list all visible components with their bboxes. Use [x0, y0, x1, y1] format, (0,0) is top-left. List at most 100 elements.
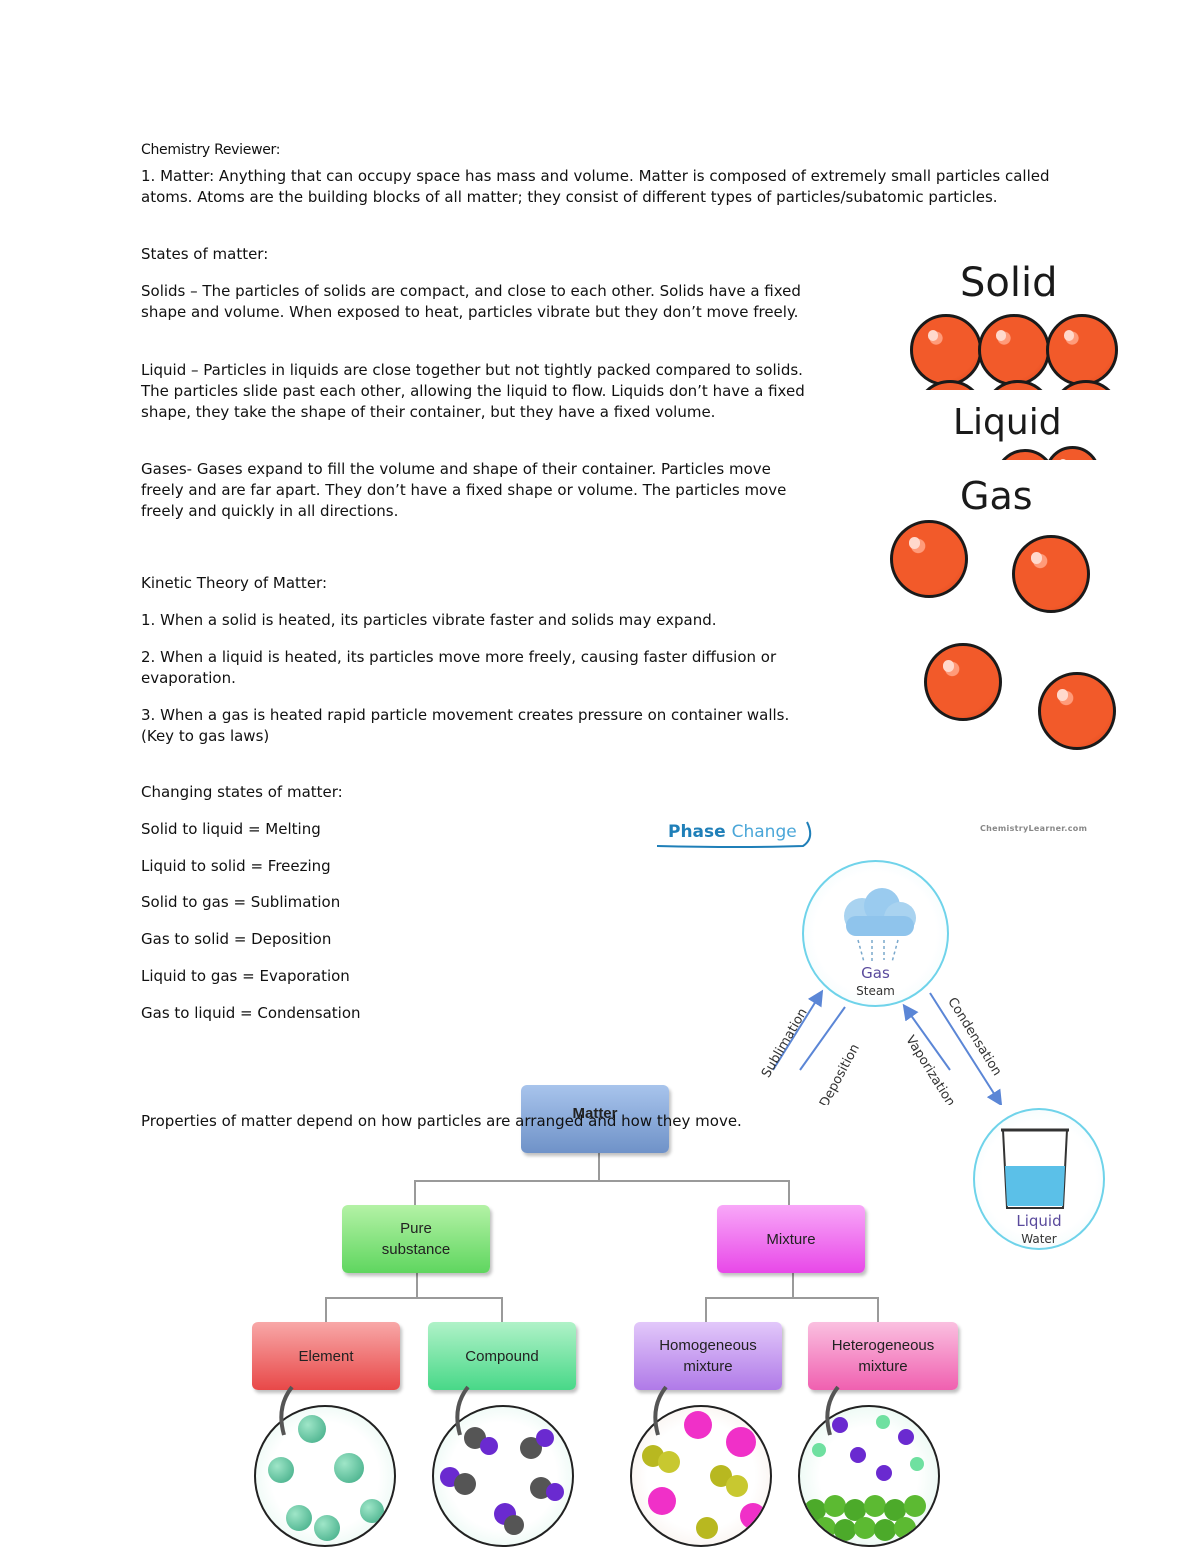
homogeneous-box: Homogeneous mixture	[634, 1322, 782, 1390]
gas-circle: Gas Steam	[802, 860, 949, 1007]
homogeneous-label: Homogeneous mixture	[659, 1337, 757, 1375]
particle	[696, 1517, 718, 1539]
compound-particles-circle	[432, 1405, 574, 1547]
changing-heading: Changing states of matter:	[141, 783, 343, 801]
particle	[904, 1495, 926, 1517]
liquid-label: Liquid	[953, 402, 1062, 443]
particle	[648, 1487, 676, 1515]
particle	[726, 1475, 748, 1497]
liquid-circle-label: Liquid	[1016, 1212, 1062, 1230]
liquid-particles	[990, 445, 1110, 460]
particle	[286, 1505, 312, 1531]
connector	[877, 1297, 879, 1323]
particle	[910, 314, 982, 386]
liquid-paragraph: Liquid – Particles in liquids are close …	[141, 361, 805, 421]
particle	[1051, 380, 1121, 390]
particle	[824, 1495, 846, 1517]
particle	[844, 1499, 866, 1521]
pure-substance-label: Pure substance	[381, 1220, 451, 1258]
connector	[414, 1180, 790, 1182]
particle	[894, 1517, 916, 1539]
particle	[1045, 446, 1100, 460]
particle	[864, 1495, 886, 1517]
particle	[854, 1517, 876, 1539]
compound-box: Compound	[428, 1322, 576, 1390]
solid-particles	[905, 310, 1125, 390]
connector	[598, 1152, 600, 1180]
particle	[314, 1515, 340, 1541]
particle	[684, 1411, 712, 1439]
change-item: Liquid to gas = Evaporation	[141, 967, 350, 985]
gas-particle	[890, 520, 968, 598]
gas-particle	[1012, 535, 1090, 613]
mixture-box: Mixture	[717, 1205, 865, 1273]
liquid-circle: Liquid Water	[973, 1108, 1105, 1250]
particle	[504, 1515, 524, 1535]
particle	[884, 1499, 906, 1521]
particle	[978, 314, 1050, 386]
heterogeneous-particles-circle	[798, 1405, 940, 1547]
particle	[1046, 314, 1118, 386]
phase-change-title-bold: Phase	[668, 822, 726, 842]
particle	[874, 1519, 896, 1541]
gas-circle-sublabel: Steam	[856, 984, 895, 998]
connector	[501, 1297, 503, 1323]
solid-label: Solid	[960, 260, 1058, 306]
kinetic-point-2: 2. When a liquid is heated, its particle…	[141, 648, 777, 687]
change-item: Solid to liquid = Melting	[141, 820, 321, 838]
matter-root-box: Matter	[521, 1085, 669, 1153]
particle	[995, 449, 1055, 460]
connector	[788, 1180, 790, 1206]
particle	[546, 1483, 564, 1501]
particle	[898, 1429, 914, 1445]
connector	[705, 1297, 879, 1299]
liquid-circle-sublabel: Water	[1021, 1232, 1057, 1246]
element-box: Element	[252, 1322, 400, 1390]
particle	[983, 380, 1053, 390]
particle	[658, 1451, 680, 1473]
kinetic-point-3: 3. When a gas is heated rapid particle m…	[141, 706, 790, 745]
particle	[876, 1415, 890, 1429]
properties-sentence: Properties of matter depend on how parti…	[141, 1112, 742, 1130]
brand-text: ChemistryLearner.com	[980, 824, 1088, 833]
change-item: Gas to liquid = Condensation	[141, 1004, 361, 1022]
particle	[910, 1457, 924, 1471]
change-item: Liquid to solid = Freezing	[141, 857, 331, 875]
particle	[726, 1427, 756, 1457]
connector	[705, 1297, 707, 1323]
connector	[414, 1180, 416, 1206]
homogeneous-particles-circle	[630, 1405, 772, 1547]
phase-change-title-light: Change	[731, 822, 797, 842]
phase-arrows: Sublimation Deposition Vaporization Cond…	[745, 985, 1015, 1105]
phase-change-title: Phase Change	[668, 822, 797, 842]
particle	[814, 1517, 836, 1539]
kinetic-heading: Kinetic Theory of Matter:	[141, 574, 327, 592]
heterogeneous-box: Heterogeneous mixture	[808, 1322, 958, 1390]
particle	[740, 1503, 766, 1529]
particle	[334, 1453, 364, 1483]
change-item: Solid to gas = Sublimation	[141, 893, 341, 911]
particle	[480, 1437, 498, 1455]
gas-label: Gas	[960, 474, 1033, 518]
particle	[360, 1499, 384, 1523]
gas-particle	[924, 643, 1002, 721]
gases-paragraph: Gases- Gases expand to fill the volume a…	[141, 460, 787, 520]
particle	[454, 1473, 476, 1495]
particle	[268, 1457, 294, 1483]
pure-substance-box: Pure substance	[342, 1205, 490, 1273]
cloud-icon	[844, 888, 916, 963]
beaker-icon	[1001, 1128, 1069, 1209]
element-particles-circle	[254, 1405, 396, 1547]
kinetic-point-1: 1. When a solid is heated, its particles…	[141, 611, 717, 629]
particle	[804, 1499, 826, 1521]
solids-paragraph: Solids – The particles of solids are com…	[141, 282, 801, 321]
gas-particle	[1038, 672, 1116, 750]
particle	[812, 1443, 826, 1457]
particle	[832, 1417, 848, 1433]
particle	[876, 1465, 892, 1481]
gas-circle-label: Gas	[861, 964, 890, 982]
connector	[325, 1297, 503, 1299]
document-title: Chemistry Reviewer:	[141, 142, 281, 158]
connector	[325, 1297, 327, 1323]
matter-definition: 1. Matter: Anything that can occupy spac…	[141, 167, 1050, 206]
